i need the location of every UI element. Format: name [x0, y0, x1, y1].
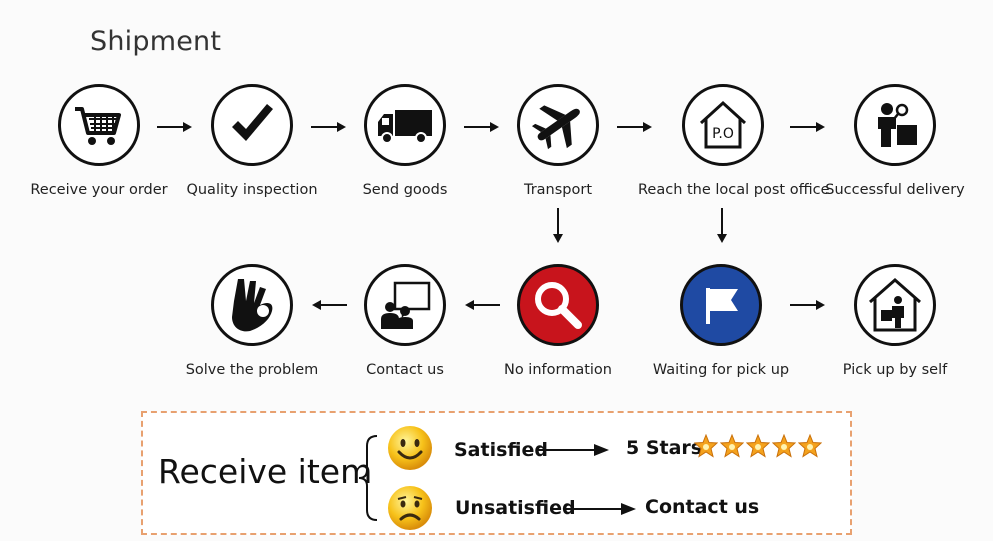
arrow-right [464, 122, 499, 132]
arrow-down [717, 208, 727, 243]
step-solve-problem: Solve the problem [167, 264, 337, 378]
step-successful-delivery: Successful delivery [810, 84, 980, 198]
step-label: Reach the local post office [638, 182, 830, 198]
step-label: Receive your order [30, 182, 168, 198]
five-stars-label: 5 Stars [626, 437, 703, 459]
checkmark-icon [211, 84, 293, 166]
step-no-information: No information [473, 264, 643, 378]
step-label: No information [503, 362, 612, 378]
magnifier-icon [517, 264, 599, 346]
contact-chat-icon [364, 264, 446, 346]
page-title: Shipment [90, 26, 222, 57]
step-label: Waiting for pick up [652, 362, 790, 378]
step-label: Send goods [362, 182, 448, 198]
step-label: Pick up by self [842, 362, 948, 378]
arrow-left [312, 300, 347, 310]
step-quality-inspection: Quality inspection [167, 84, 337, 198]
contact-us-result: Contact us [645, 496, 760, 518]
step-label: Solve the problem [185, 362, 319, 378]
post-office-icon: P.O [682, 84, 764, 166]
airplane-icon [517, 84, 599, 166]
step-receive-order: Receive your order [14, 84, 184, 198]
arrow-down [553, 208, 563, 243]
happy-face-icon [388, 426, 432, 470]
star-icon [798, 434, 822, 458]
house-pickup-icon [854, 264, 936, 346]
step-waiting-pickup: Waiting for pick up [636, 264, 806, 378]
unsatisfied-label: Unsatisfied [455, 497, 576, 519]
step-label: Contact us [366, 362, 444, 378]
arrow-right [617, 122, 652, 132]
step-contact-us: Contact us [320, 264, 490, 378]
flag-icon [680, 264, 762, 346]
star-icon [720, 434, 744, 458]
step-label: Transport [523, 182, 593, 198]
step-transport: Transport [473, 84, 643, 198]
brace-icon [358, 435, 378, 521]
svg-text:P.O: P.O [712, 126, 734, 142]
receive-item-box [141, 411, 852, 535]
arrow-right [563, 503, 636, 515]
step-local-post-office: P.O Reach the local post office [638, 84, 830, 198]
rating-stars [694, 434, 824, 460]
shopping-cart-icon [58, 84, 140, 166]
arrow-right [790, 122, 825, 132]
delivery-person-icon [854, 84, 936, 166]
step-label: Successful delivery [825, 182, 965, 198]
sad-face-icon [388, 486, 432, 530]
ok-hand-icon [211, 264, 293, 346]
receive-item-heading: Receive item [158, 452, 373, 491]
star-icon [772, 434, 796, 458]
arrow-right [311, 122, 346, 132]
arrow-right [157, 122, 192, 132]
arrow-right [536, 444, 609, 456]
step-pickup-by-self: Pick up by self [810, 264, 980, 378]
delivery-truck-icon [364, 84, 446, 166]
step-label: Quality inspection [186, 182, 318, 198]
step-send-goods: Send goods [320, 84, 490, 198]
arrow-left [465, 300, 500, 310]
arrow-right [790, 300, 825, 310]
star-icon [694, 434, 718, 458]
star-icon [746, 434, 770, 458]
satisfied-label: Satisfied [454, 439, 548, 461]
